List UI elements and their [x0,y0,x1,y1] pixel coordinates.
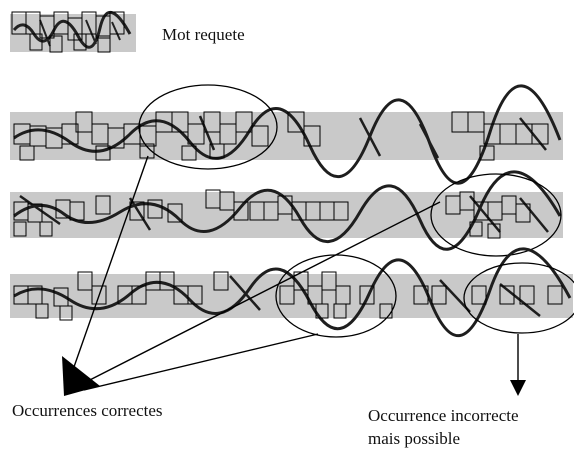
incorrect-occurrence-ellipse [463,262,574,334]
line-image-1 [10,84,563,185]
query-word-image [10,11,136,53]
query-strip [10,14,136,52]
correct-occurrence-ellipse-1 [138,84,278,170]
query-ink-2 [39,19,121,47]
incorrect-occurrence-label-line2: mais possible [368,429,461,448]
query-word-label: Mot requete [162,25,245,44]
arrow-from-line-2 [77,201,441,387]
correct-arrowhead [62,356,100,396]
line-boxes-3 [13,271,563,321]
correct-arrows [67,155,441,391]
correct-occurrences-label: Occurrences correctes [12,401,163,420]
arrow-from-line-1 [67,155,149,385]
correct-occurrence-ellipse-2 [430,173,562,257]
query-ink [12,11,132,49]
line-ink-2 [13,170,562,251]
line-ink-1b [198,115,547,159]
query-boxes [11,11,125,53]
line-boxes-1 [13,111,549,161]
incorrect-arrowhead [510,380,526,396]
arrow-from-line-3 [83,333,319,391]
incorrect-occurrence-label-line1: Occurrence incorrecte [368,406,519,425]
line-image-3 [10,247,574,338]
line-ink-2b [19,194,549,233]
line-boxes-2 [13,189,531,239]
line-image-2 [10,170,563,257]
